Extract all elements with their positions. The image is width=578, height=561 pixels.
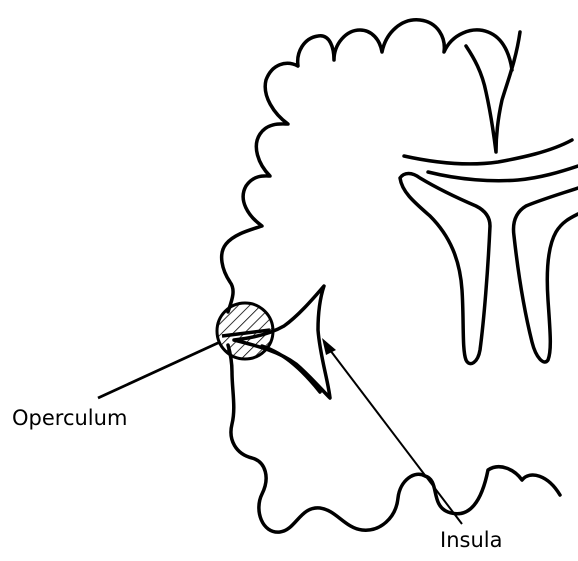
insula-label: Insula <box>440 530 502 551</box>
lateral-ventricle-left <box>400 174 490 364</box>
longitudinal-fissure <box>466 32 520 152</box>
insula-pointer-line <box>330 350 462 524</box>
operculum-marker <box>215 301 275 361</box>
corpus-callosum-lower <box>428 166 578 181</box>
temporal-sulcus <box>262 346 320 392</box>
cortex-outline <box>222 20 560 532</box>
corpus-callosum-upper <box>404 140 572 164</box>
operculum-label: Operculum <box>12 408 127 429</box>
lateral-ventricle-right <box>514 188 578 362</box>
insula-arrowhead <box>322 338 336 355</box>
operculum-pointer-line <box>98 342 220 398</box>
